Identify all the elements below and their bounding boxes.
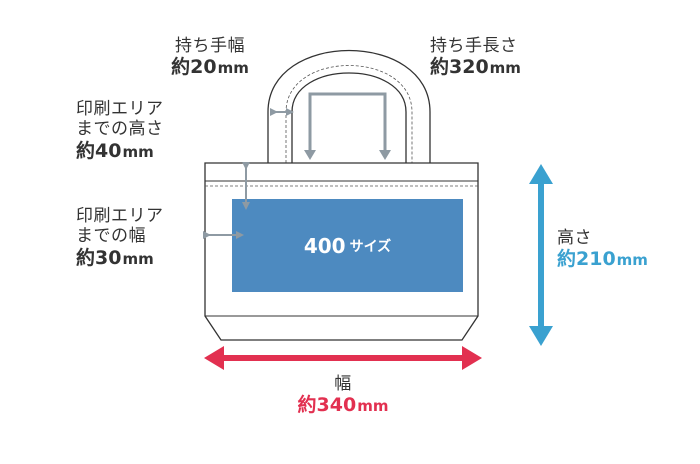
height-label: 高さ 約210mm <box>557 228 648 271</box>
handle-inner-outline <box>291 72 407 163</box>
handle-width-label: 持ち手幅 約20mm <box>171 36 249 79</box>
handle-outline <box>267 50 431 163</box>
handle-length-label: 持ち手長さ 約320mm <box>430 36 521 79</box>
print-area-label: 400 サイズ <box>303 233 392 258</box>
handle-stitch <box>285 65 413 163</box>
print-area <box>232 199 463 292</box>
print-top-gap-label: 印刷エリア までの高さ 約40mm <box>76 99 164 162</box>
width-label: 幅 約340mm <box>297 374 389 417</box>
handle-length-bracket <box>308 92 387 152</box>
print-side-gap-label: 印刷エリア までの幅 約30mm <box>76 206 164 269</box>
